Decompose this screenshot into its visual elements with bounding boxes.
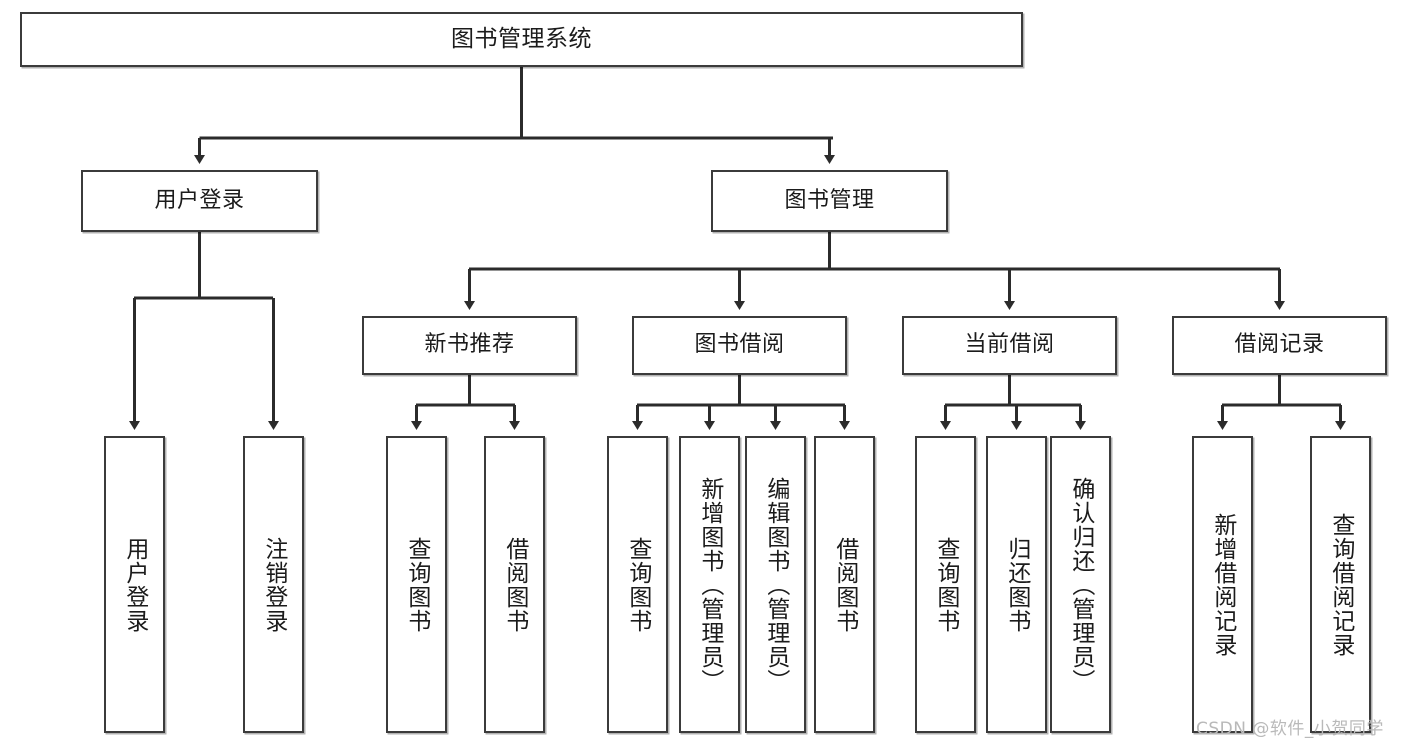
node-leaf-return-book[interactable]: 归还图书 — [986, 436, 1047, 733]
node-book-borrow[interactable]: 图书借阅 — [632, 316, 847, 375]
node-new-book-recommend[interactable]: 新书推荐 — [362, 316, 577, 375]
node-borrow-record[interactable]: 借阅记录 — [1172, 316, 1387, 375]
node-leaf-borrow-book-2[interactable]: 借阅图书 — [814, 436, 875, 733]
node-root-system[interactable]: 图书管理系统 — [20, 12, 1023, 67]
node-user-login[interactable]: 用户登录 — [81, 170, 318, 232]
node-leaf-logout-login[interactable]: 注销登录 — [243, 436, 304, 733]
node-leaf-query-book-2[interactable]: 查询图书 — [607, 436, 668, 733]
node-leaf-query-book-3[interactable]: 查询图书 — [915, 436, 976, 733]
node-book-manage[interactable]: 图书管理 — [711, 170, 948, 232]
node-leaf-confirm-return[interactable]: 确认归还（管理员） — [1050, 436, 1111, 733]
node-leaf-edit-book[interactable]: 编辑图书（管理员） — [745, 436, 806, 733]
csdn-watermark: CSDN @软件_小贺同学 — [1196, 719, 1384, 739]
node-leaf-user-login[interactable]: 用户登录 — [104, 436, 165, 733]
node-current-borrow[interactable]: 当前借阅 — [902, 316, 1117, 375]
node-leaf-query-record[interactable]: 查询借阅记录 — [1310, 436, 1371, 733]
node-leaf-query-book-1[interactable]: 查询图书 — [386, 436, 447, 733]
node-leaf-add-book[interactable]: 新增图书（管理员） — [679, 436, 740, 733]
node-leaf-borrow-book-1[interactable]: 借阅图书 — [484, 436, 545, 733]
node-leaf-add-record[interactable]: 新增借阅记录 — [1192, 436, 1253, 733]
